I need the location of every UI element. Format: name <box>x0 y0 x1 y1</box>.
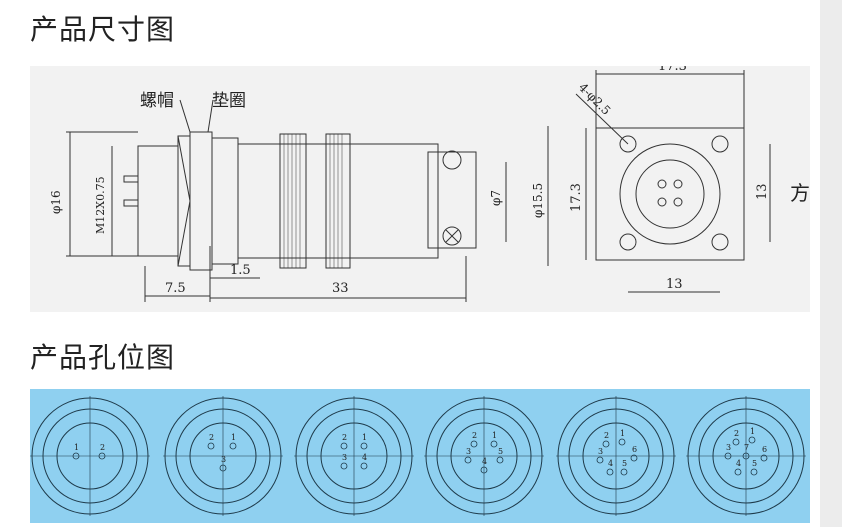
thread-label: M12X0.75 <box>94 176 107 234</box>
flange-square <box>595 127 745 261</box>
pin-number: 1 <box>750 427 755 436</box>
pin-hole <box>732 438 740 446</box>
pin-layout-diagram: 1 2 3 <box>163 396 283 516</box>
pin-number: 2 <box>472 431 477 440</box>
clamp-screw-bottom <box>442 226 462 246</box>
dimension-drawing-panel: 螺帽 垫圈 φ16 M12X0.75 φ7 φ15.5 7.5 1.5 33 4… <box>30 59 810 312</box>
pin-hole <box>724 452 732 460</box>
pin-hole <box>596 456 604 464</box>
gasket-profile <box>211 137 239 265</box>
pin-number: 1 <box>492 431 497 440</box>
pin-hole <box>360 462 368 470</box>
pin-number: 2 <box>100 443 105 452</box>
right-scroll-strip <box>820 0 842 527</box>
mount-hole-bl <box>619 233 637 251</box>
pin-hole <box>606 468 614 476</box>
thread-end <box>137 145 179 257</box>
pin-number: 1 <box>74 443 79 452</box>
cable-clamp <box>427 151 477 249</box>
pin-number: 3 <box>466 447 471 456</box>
pin-hole <box>496 456 504 464</box>
nut-body <box>177 135 191 267</box>
pin-number: 1 <box>620 429 625 438</box>
flange-inner-ring <box>635 159 705 229</box>
gasket-label: 垫圈 <box>212 91 246 111</box>
pin-hole <box>219 464 227 472</box>
pin-hole <box>618 438 626 446</box>
pin-layout-diagram: 1 2 3 4 <box>294 396 414 516</box>
pin-number: 3 <box>342 453 347 462</box>
flange-outer-ring <box>619 143 721 245</box>
pin-hole <box>760 454 768 462</box>
pin-hole <box>464 456 472 464</box>
pin-layout-section-title: 产品孔位图 <box>30 341 176 374</box>
length-b-label: 1.5 <box>230 263 251 278</box>
height-left-label: 17.3 <box>569 183 584 212</box>
pin-number: 3 <box>726 443 731 452</box>
pin-hole <box>470 440 478 448</box>
pin-number: 2 <box>342 433 347 442</box>
pin-number: 2 <box>604 431 609 440</box>
outer-diameter-label: φ16 <box>49 190 63 214</box>
pin-number: 6 <box>632 445 637 454</box>
nut-label: 螺帽 <box>140 91 174 111</box>
mount-hole-br <box>711 233 729 251</box>
pin-number: 4 <box>608 459 613 468</box>
pin-layout-diagram: 1 234 56 7 <box>686 396 806 516</box>
pin-number: 2 <box>734 429 739 438</box>
pin-number: 4 <box>482 457 487 466</box>
pin-number: 3 <box>598 447 603 456</box>
height-right-label: 13 <box>755 183 770 200</box>
body-diameter-label: φ15.5 <box>531 183 545 218</box>
pin-hole <box>98 452 106 460</box>
pin-number: 4 <box>362 453 367 462</box>
pin-hole <box>207 442 215 450</box>
pin-hole <box>734 468 742 476</box>
pin-number: 5 <box>752 459 757 468</box>
length-a-label: 7.5 <box>165 281 186 296</box>
pin-hole <box>72 452 80 460</box>
pin-hole <box>229 442 237 450</box>
dimension-drawing: 螺帽 垫圈 φ16 M12X0.75 φ7 φ15.5 7.5 1.5 33 4… <box>49 59 810 302</box>
pin-hole <box>620 468 628 476</box>
grip-ring-1 <box>279 133 307 269</box>
pin-hole <box>480 466 488 474</box>
nut-profile <box>189 131 213 271</box>
width-bottom-label: 13 <box>666 277 683 292</box>
pin-number: 3 <box>221 455 226 464</box>
pin-number: 5 <box>622 459 627 468</box>
mount-hole-tl <box>619 135 637 153</box>
clamp-screw-top <box>442 150 462 170</box>
width-top-label: 17.3 <box>658 66 687 74</box>
pin-number: 7 <box>744 443 749 452</box>
pin-hole <box>742 452 750 460</box>
pin-number: 1 <box>231 433 236 442</box>
pin-hole <box>630 454 638 462</box>
pin-hole <box>340 462 348 470</box>
length-total-label: 33 <box>332 281 349 296</box>
mount-hole-tr <box>711 135 729 153</box>
pin-hole <box>490 440 498 448</box>
pin-number: 2 <box>209 433 214 442</box>
pin-number: 1 <box>362 433 367 442</box>
pin-hole <box>340 442 348 450</box>
pin-number: 5 <box>498 447 503 456</box>
inner-diameter-label: φ7 <box>489 190 503 206</box>
pin-number: 6 <box>762 445 767 454</box>
pin-hole <box>360 442 368 450</box>
pin-hole <box>750 468 758 476</box>
pin-hole <box>748 436 756 444</box>
dimension-section-title: 产品尺寸图 <box>30 13 176 46</box>
pin-hole <box>602 440 610 448</box>
side-char: 方 <box>790 181 810 205</box>
pin-number: 4 <box>736 459 741 468</box>
